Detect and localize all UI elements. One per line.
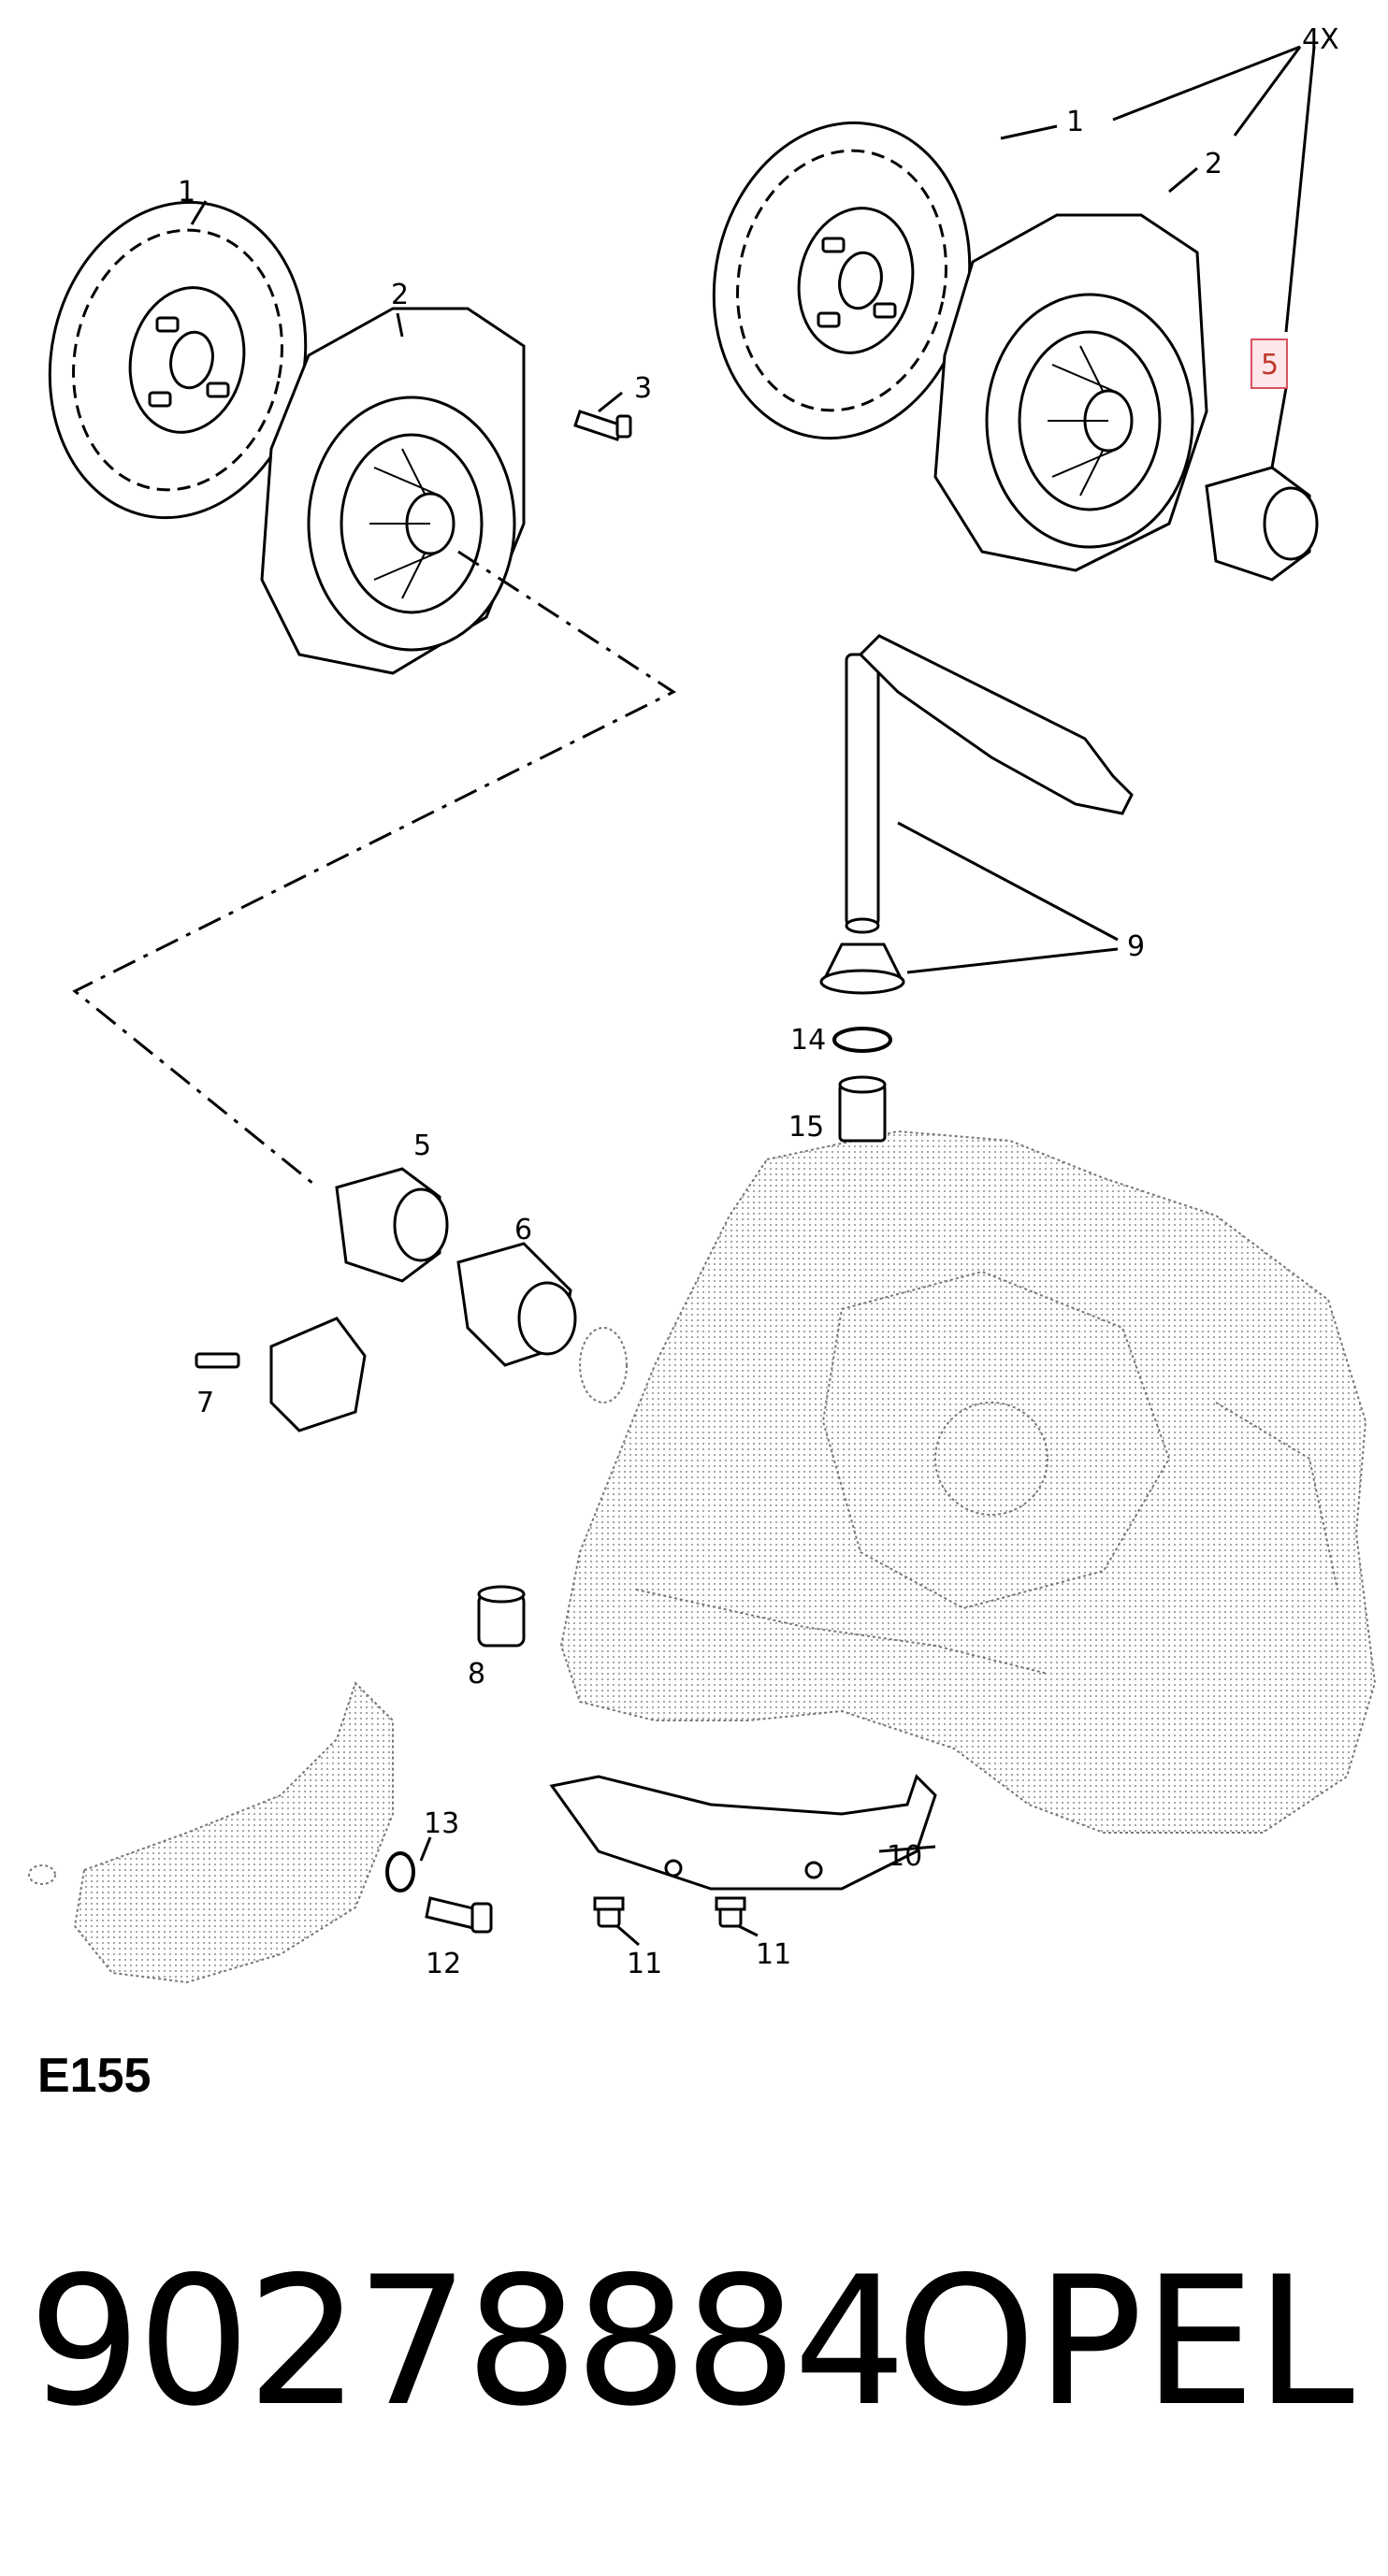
callout-9: 9 <box>1127 930 1145 963</box>
bush-8 <box>477 1585 526 1648</box>
callout-11-a: 11 <box>627 1948 662 1980</box>
release-fork-shaft <box>845 634 1134 934</box>
release-bearing-left <box>335 1167 449 1283</box>
diagram-code: E155 <box>37 2049 152 2103</box>
exploded-parts-diagram: 1 2 3 1 2 4X 5 5 6 7 8 9 10 11 11 12 13 … <box>28 23 1377 1984</box>
part-number: 90278884 <box>28 2238 906 2445</box>
callout-14: 14 <box>790 1024 826 1057</box>
washer-13 <box>385 1851 415 1892</box>
callout-1-right: 1 <box>1066 106 1084 138</box>
brand-name: OPEL <box>895 2238 1354 2445</box>
ring-14 <box>832 1027 892 1053</box>
callout-15: 15 <box>788 1111 824 1144</box>
callout-6: 6 <box>514 1214 532 1246</box>
callout-13: 13 <box>424 1807 459 1840</box>
callout-11-b: 11 <box>756 1938 791 1971</box>
bolt-12 <box>425 1896 493 1934</box>
bolt-11-b <box>715 1896 746 1928</box>
pressure-plate-left <box>260 307 526 675</box>
bolt-11-a <box>593 1896 625 1928</box>
clutch-disc-right <box>712 121 972 440</box>
highlight-box-5 <box>1251 338 1288 389</box>
transmission-housing <box>559 1130 1377 1834</box>
callout-5-bearing: 5 <box>413 1130 431 1162</box>
callout-labels: 1 2 3 1 2 4X 5 5 6 7 8 9 10 11 11 12 13 … <box>178 23 1339 1980</box>
callout-3: 3 <box>634 372 652 405</box>
callout-1-left: 1 <box>178 176 195 209</box>
lower-cover <box>28 1681 394 1984</box>
callout-2-left: 2 <box>391 279 409 311</box>
release-fork-7 <box>195 1317 367 1432</box>
leader-lines <box>190 45 1316 1947</box>
clutch-disc-left <box>48 200 308 520</box>
bolt-3 <box>573 410 632 441</box>
shaft-boot <box>819 943 905 995</box>
callout-10: 10 <box>887 1840 922 1873</box>
callout-4x: 4X <box>1302 23 1339 56</box>
callout-5-highlighted: 5 <box>1261 349 1279 381</box>
callout-12: 12 <box>426 1948 461 1980</box>
callout-8: 8 <box>468 1658 485 1691</box>
bushing-15 <box>838 1075 887 1143</box>
pressure-plate-right <box>933 213 1208 572</box>
bracket-10 <box>549 1774 937 1891</box>
release-bearing-right <box>1205 466 1319 582</box>
dash-dot-connector <box>72 550 677 1189</box>
callout-2-right: 2 <box>1205 148 1222 180</box>
callout-7: 7 <box>196 1387 214 1419</box>
guide-sleeve-6 <box>456 1242 577 1367</box>
